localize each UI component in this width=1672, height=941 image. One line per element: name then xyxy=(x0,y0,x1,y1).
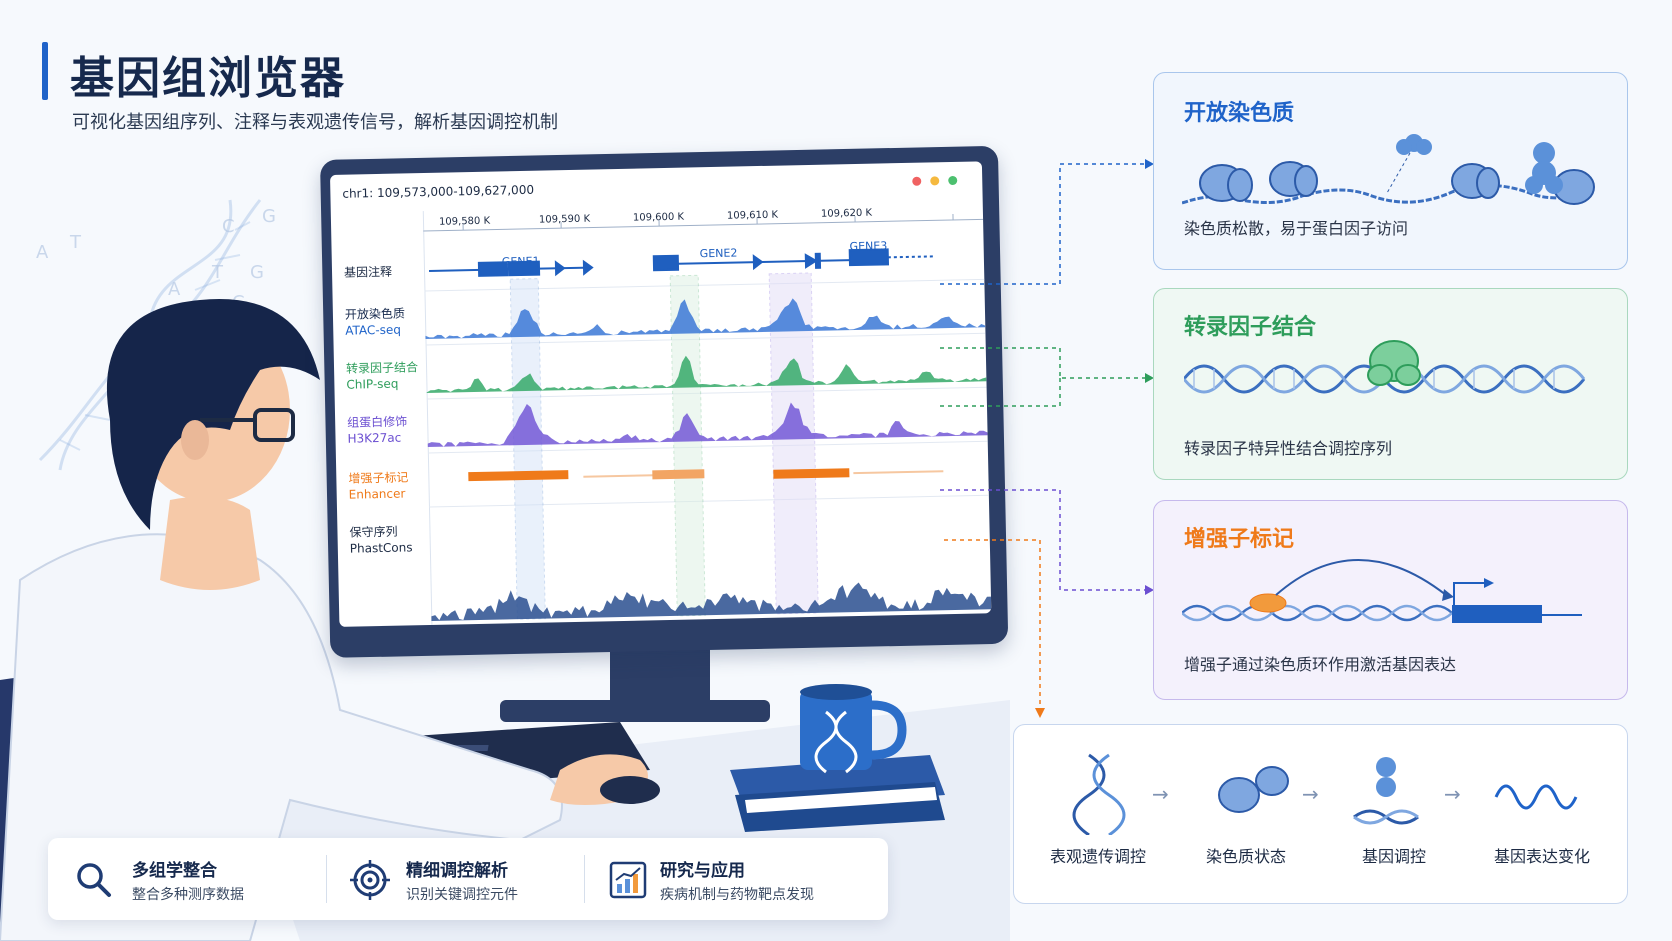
page-title: 基因组浏览器 xyxy=(70,53,346,104)
signal-area xyxy=(426,355,987,394)
window-close-dot[interactable] xyxy=(912,176,922,186)
panel-desc: 转录因子特异性结合调控序列 xyxy=(1184,439,1393,458)
track-sub: ATAC-seq xyxy=(345,322,402,338)
deco-letter: T xyxy=(211,262,224,283)
gene-regulation-icon xyxy=(1353,757,1419,825)
feature-desc: 疾病机制与药物靶点发现 xyxy=(660,887,814,903)
panel-desc: 增强子通过染色质环作用激活基因表达 xyxy=(1184,655,1457,674)
arrow-icon: → xyxy=(1302,782,1319,806)
atac-signal-track xyxy=(425,298,986,340)
track-sub: Enhancer xyxy=(348,486,406,502)
track-name: 增强子标记 xyxy=(348,470,409,486)
phastcons-signal-track xyxy=(431,582,992,621)
deco-letter: A xyxy=(36,242,49,263)
track-name: 开放染色质 xyxy=(344,306,406,322)
feature-title: 精细调控解析 xyxy=(406,861,508,881)
panel-title: 转录因子结合 xyxy=(1184,315,1317,340)
enhancer-bar xyxy=(468,470,569,482)
dna-icon xyxy=(1072,753,1126,835)
flow-step-label: 基因调控 xyxy=(1361,847,1426,866)
signal-area xyxy=(425,298,986,340)
panel-title: 开放染色质 xyxy=(1184,101,1295,126)
regulation-flow-panel: → → → 表观遗传调控 染色质状态 基因调控 基因表达变化 xyxy=(1013,724,1628,904)
track-sub: PhastCons xyxy=(349,540,413,556)
track-label-atac: 开放染色质 ATAC-seq xyxy=(345,305,406,338)
h3k27ac-signal-track xyxy=(427,402,988,448)
deco-letter: C xyxy=(222,216,235,237)
deco-letter: T xyxy=(69,232,82,253)
tf-binding-panel: 转录因子结合 转录因子特异性结合调控序列 xyxy=(1153,288,1628,480)
deco-letter: A xyxy=(168,279,181,300)
enhancer-bar xyxy=(773,468,850,479)
flow-icons: → → → xyxy=(1072,753,1578,835)
track-name: 基因注释 xyxy=(343,264,393,280)
track-label-chip: 转录因子结合 ChIP-seq xyxy=(346,359,419,393)
track-sub: ChIP-seq xyxy=(346,376,399,392)
nucleosome-icon xyxy=(1218,766,1289,813)
flow-step-label: 表观遗传调控 xyxy=(1049,847,1146,866)
track-name: 保守序列 xyxy=(349,524,398,540)
deco-letter: G xyxy=(262,206,276,227)
track-label-h3k27ac: 组蛋白修饰 H3K27ac xyxy=(347,413,408,446)
arrow-icon: → xyxy=(1444,782,1461,806)
feature-title: 研究与应用 xyxy=(660,861,745,881)
chip-signal-track xyxy=(426,355,987,394)
search-icon xyxy=(77,863,111,897)
track-label-enhancer: 增强子标记 Enhancer xyxy=(348,469,409,502)
window-minimize-dot[interactable] xyxy=(930,176,940,186)
track-name: 组蛋白修饰 xyxy=(347,414,408,430)
target-icon xyxy=(350,860,390,900)
nucleosome-illustration xyxy=(1182,134,1595,205)
page-subtitle: 可视化基因组序列、注释与表观遗传信号，解析基因调控机制 xyxy=(72,112,558,133)
feature-desc: 整合多种测序数据 xyxy=(132,887,244,903)
connector-lines xyxy=(940,159,1154,718)
feature-title: 多组学整合 xyxy=(132,861,217,881)
feature-divider xyxy=(326,855,327,903)
feature-divider xyxy=(584,855,585,903)
signal-area xyxy=(431,582,992,621)
panel-desc: 染色质松散，易于蛋白因子访问 xyxy=(1184,219,1409,238)
chart-icon xyxy=(609,861,647,899)
track-sub: H3K27ac xyxy=(347,430,402,446)
open-chromatin-panel: 开放染色质 染色质松散，易于蛋白因子访问 xyxy=(1153,72,1628,270)
title-accent-bar xyxy=(42,42,48,100)
deco-letter: G xyxy=(250,262,264,283)
track-label-gene: 基因注释 xyxy=(344,264,392,281)
flow-step-label: 染色质状态 xyxy=(1205,847,1286,866)
coordinate-readout[interactable]: chr1: 109,573,000-109,627,000 xyxy=(342,182,535,201)
track-area[interactable] xyxy=(423,199,992,625)
feature-desc: 识别关键调控元件 xyxy=(406,887,518,903)
dna-helix-tf-illustration xyxy=(1184,340,1586,394)
signal-area xyxy=(427,402,988,448)
expression-wave-icon xyxy=(1494,784,1578,810)
flow-step-label: 基因表达变化 xyxy=(1493,847,1590,866)
enhancer-panel: 增强子标记 增强子通过染色质环作用激活基因表达 xyxy=(1153,500,1628,700)
enhancer-loop-illustration xyxy=(1182,559,1582,623)
genome-browser-screen: chr1: 109,573,000-109,627,000 基因注释 开放染色质… xyxy=(330,161,992,627)
track-label-phastcons: 保守序列 PhastCons xyxy=(349,523,412,556)
feature-bar: 多组学整合 整合多种测序数据 精细调控解析 识别关键调控元件 研究与应用 疾病机… xyxy=(48,838,888,920)
track-name: 转录因子结合 xyxy=(345,360,419,376)
arrow-icon: → xyxy=(1152,782,1169,806)
panel-title: 增强子标记 xyxy=(1184,527,1295,552)
enhancer-bar xyxy=(652,469,705,480)
